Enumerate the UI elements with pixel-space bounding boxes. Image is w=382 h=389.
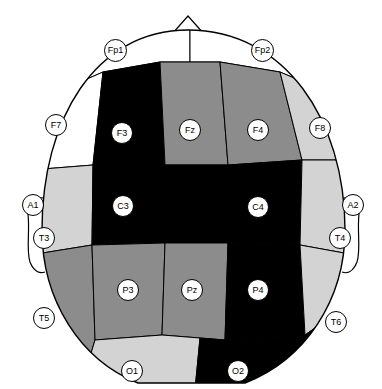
- head-outline: [42, 30, 345, 383]
- electrode-label: Fp2: [255, 46, 271, 55]
- electrode-label: F3: [117, 129, 128, 138]
- electrode-label: O1: [126, 367, 138, 376]
- electrode-circle: Fp1: [104, 39, 127, 62]
- electrode-circle: Pz: [181, 279, 203, 301]
- electrode-label: Fz: [185, 126, 195, 135]
- electrode-label: Fp1: [108, 46, 124, 55]
- electrode-label: T3: [39, 234, 50, 243]
- electrode-label: P4: [252, 286, 263, 295]
- electrode-label: F7: [51, 121, 62, 130]
- electrode-label: F8: [315, 124, 326, 133]
- electrode-label: P3: [122, 286, 133, 295]
- electrode-circle: F7: [45, 114, 67, 136]
- electrode-circle: A2: [342, 194, 364, 216]
- electrode-label: A1: [27, 201, 38, 210]
- electrode-circle: F8: [309, 117, 331, 139]
- regions: [30, 0, 355, 389]
- electrode-label: Pz: [187, 286, 198, 295]
- electrode-circle: O1: [121, 360, 143, 382]
- electrode-circle: P4: [247, 279, 269, 301]
- electrode-circle: P3: [117, 279, 139, 301]
- electrode-circle: T6: [325, 311, 347, 333]
- electrode-circle: C3: [112, 195, 134, 217]
- electrode-label: A2: [347, 201, 358, 210]
- electrode-circle: C4: [247, 196, 269, 218]
- electrode-label: F4: [253, 126, 264, 135]
- electrode-circle: O2: [227, 360, 249, 382]
- electrode-circle: T5: [33, 307, 55, 329]
- electrode-circle: T3: [33, 227, 55, 249]
- electrode-circle: F4: [247, 119, 269, 141]
- electrode-label: C4: [252, 203, 264, 212]
- electrode-circle: T4: [329, 227, 351, 249]
- electrode-circle: Fz: [179, 119, 201, 141]
- electrode-circle: A1: [22, 194, 44, 216]
- electrode-label: C3: [117, 202, 129, 211]
- electrode-label: T5: [39, 314, 50, 323]
- electrode-circle: F3: [111, 122, 133, 144]
- electrode-label: T6: [331, 318, 342, 327]
- electrode-circle: Fp2: [251, 39, 274, 62]
- electrode-label: O2: [232, 367, 244, 376]
- electrode-label: T4: [335, 234, 346, 243]
